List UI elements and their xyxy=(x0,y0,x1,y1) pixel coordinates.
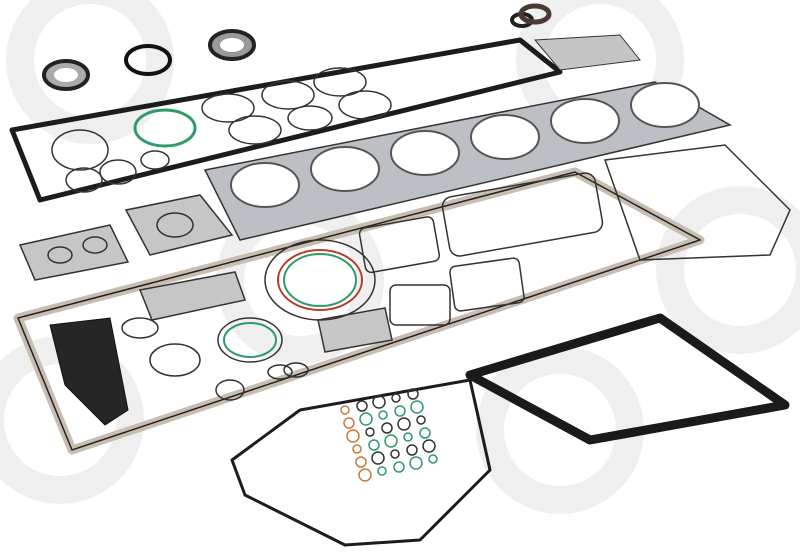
o-ring-set xyxy=(340,388,438,482)
cylinder-head-gasket xyxy=(203,81,733,241)
o-ring xyxy=(377,466,387,476)
manifold-gaskets xyxy=(18,194,393,353)
o-ring xyxy=(340,405,350,415)
o-ring xyxy=(410,400,424,414)
o-ring xyxy=(358,468,372,482)
o-ring xyxy=(393,461,405,473)
o-ring xyxy=(416,415,426,425)
o-ring xyxy=(409,456,423,470)
o-ring xyxy=(346,429,360,443)
cylinder-bore xyxy=(310,146,380,192)
o-ring xyxy=(391,393,401,403)
o-ring xyxy=(372,395,386,409)
o-ring xyxy=(359,412,373,426)
cylinder-bore xyxy=(470,114,540,160)
o-ring xyxy=(419,427,431,439)
o-ring xyxy=(422,439,436,453)
o-ring xyxy=(352,444,362,454)
o-ring xyxy=(384,434,398,448)
rubber-sump-gasket xyxy=(465,313,790,445)
o-ring xyxy=(390,449,400,459)
o-ring xyxy=(397,417,411,431)
o-ring xyxy=(406,444,418,456)
o-ring xyxy=(365,427,375,437)
o-ring xyxy=(428,454,438,464)
o-ring xyxy=(407,388,419,400)
cylinder-bore xyxy=(230,162,300,208)
o-ring xyxy=(371,451,385,465)
crankshaft-seals xyxy=(42,3,641,91)
cylinder-bore xyxy=(550,98,620,144)
o-ring xyxy=(394,405,406,417)
o-ring xyxy=(381,422,393,434)
timing-cover-gasket xyxy=(230,378,492,547)
o-ring xyxy=(355,456,367,468)
red-o-ring xyxy=(277,249,363,311)
cylinder-bore xyxy=(630,82,700,128)
o-ring xyxy=(378,410,388,420)
green-o-ring xyxy=(283,253,357,307)
o-ring xyxy=(403,432,413,442)
black-plate-gasket xyxy=(49,317,129,426)
o-ring xyxy=(343,417,355,429)
o-ring xyxy=(368,439,380,451)
o-ring xyxy=(356,400,368,412)
valve-cover-gasket xyxy=(9,37,563,203)
small-gaskets xyxy=(47,144,791,401)
cylinder-bore xyxy=(390,130,460,176)
oil-pan-gasket xyxy=(13,167,705,455)
